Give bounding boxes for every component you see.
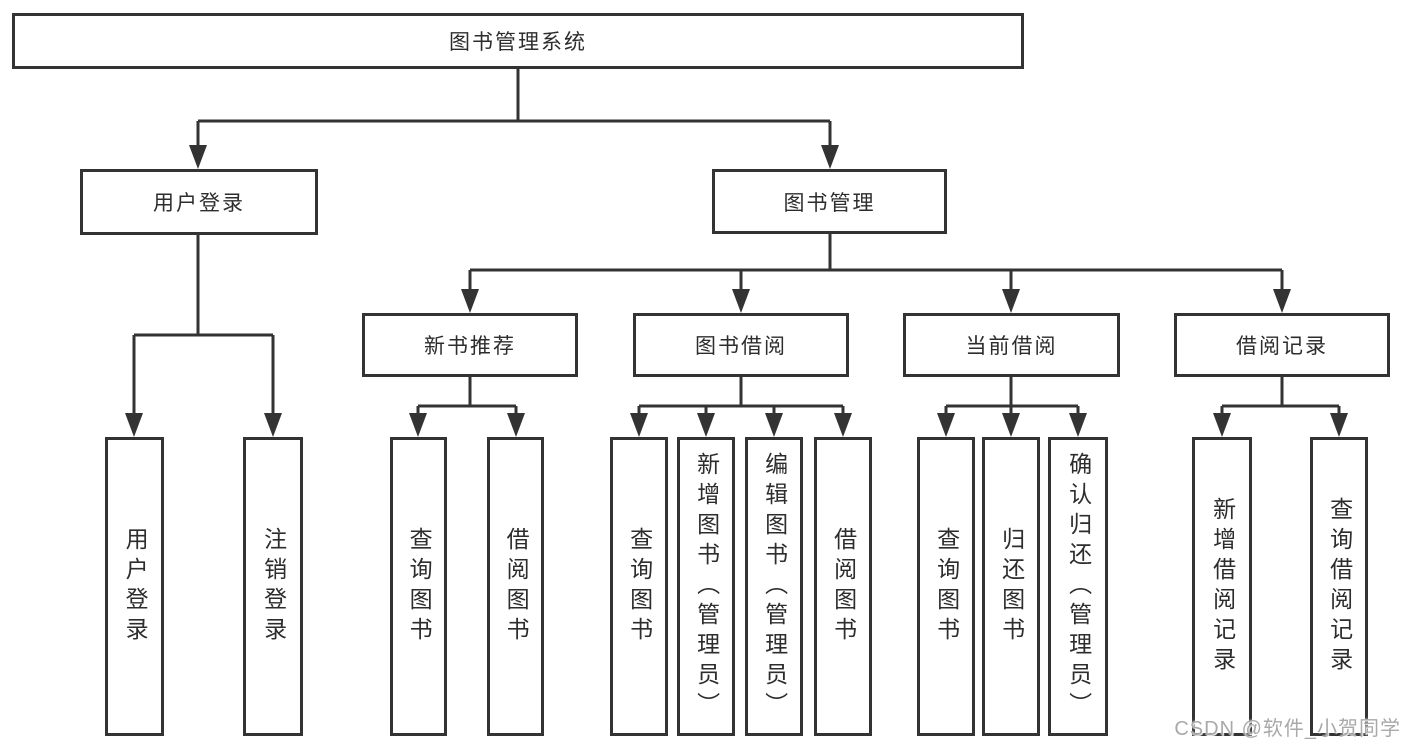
leaf-nbr-query-books: 查询图书	[390, 437, 447, 736]
node-user-login-label: 用户登录	[153, 192, 245, 215]
leaf-br-add-record-label: 新增借阅记录	[1209, 496, 1236, 677]
leaf-cb-query-books-label: 查询图书	[933, 526, 960, 647]
leaf-user-login: 用户登录	[105, 437, 164, 736]
arrowhead	[409, 413, 427, 437]
node-book-borrowing-label: 图书借阅	[695, 335, 787, 358]
arrowhead	[697, 413, 715, 437]
node-borrowing-records: 借阅记录	[1174, 313, 1390, 377]
leaf-cb-query-books: 查询图书	[917, 437, 975, 736]
leaf-nbr-query-books-label: 查询图书	[406, 526, 433, 647]
leaf-bb-query-books-label: 查询图书	[626, 526, 653, 647]
connector-root-to-level2	[196, 69, 832, 145]
arrowhead	[1213, 413, 1231, 437]
arrowhead	[834, 413, 852, 437]
arrowhead	[461, 289, 479, 313]
arrowhead	[507, 413, 525, 437]
leaf-cb-confirm-return-admin-label: 确认归还（管理员）	[1065, 451, 1092, 722]
node-book-management: 图书管理	[712, 169, 947, 234]
arrowhead	[1273, 289, 1291, 313]
leaf-nbr-borrow-books: 借阅图书	[487, 437, 544, 736]
leaf-cb-return-books: 归还图书	[982, 437, 1040, 736]
node-new-book-recommendation-label: 新书推荐	[424, 335, 516, 358]
arrowheads	[125, 145, 1348, 437]
arrowhead	[765, 413, 783, 437]
leaf-bb-add-books-admin: 新增图书（管理员）	[677, 437, 735, 736]
leaf-cb-return-books-label: 归还图书	[998, 526, 1025, 647]
leaf-br-query-record: 查询借阅记录	[1310, 437, 1368, 736]
node-new-book-recommendation: 新书推荐	[362, 313, 578, 377]
node-current-borrowing: 当前借阅	[903, 313, 1120, 377]
arrowhead	[937, 413, 955, 437]
leaf-nbr-borrow-books-label: 借阅图书	[503, 526, 530, 647]
arrowhead	[821, 145, 839, 169]
arrowhead	[732, 289, 750, 313]
arrowhead	[189, 145, 207, 169]
arrowhead	[1330, 413, 1348, 437]
node-library-management-system: 图书管理系统	[12, 13, 1024, 69]
leaf-bb-edit-books-admin-label: 编辑图书（管理员）	[761, 451, 788, 722]
leaf-bb-add-books-admin-label: 新增图书（管理员）	[693, 451, 720, 722]
connector-book-mgmt-branch	[468, 234, 1284, 289]
connector-user-login-branch	[132, 235, 275, 413]
arrowhead	[630, 413, 648, 437]
leaf-bb-borrow-books: 借阅图书	[814, 437, 872, 736]
node-book-borrowing: 图书借阅	[633, 313, 849, 377]
leaf-br-add-record: 新增借阅记录	[1192, 437, 1252, 736]
arrowhead	[264, 413, 282, 437]
node-borrowing-records-label: 借阅记录	[1236, 335, 1328, 358]
connector-new-book-rec-branch	[416, 377, 518, 413]
leaf-bb-edit-books-admin: 编辑图书（管理员）	[745, 437, 803, 736]
node-library-management-system-label: 图书管理系统	[449, 31, 587, 54]
arrowhead	[1002, 289, 1020, 313]
arrowhead	[1069, 413, 1087, 437]
arrowhead	[1002, 413, 1020, 437]
arrowhead	[125, 413, 143, 437]
leaf-br-query-record-label: 查询借阅记录	[1326, 496, 1353, 677]
leaf-bb-query-books: 查询图书	[610, 437, 668, 736]
connector-book-borrow-branch	[637, 377, 845, 413]
leaf-logout-label: 注销登录	[260, 526, 287, 647]
connector-current-borrow-branch	[944, 377, 1080, 413]
node-user-login: 用户登录	[80, 169, 318, 235]
leaf-logout: 注销登录	[243, 437, 303, 736]
leaf-cb-confirm-return-admin: 确认归还（管理员）	[1048, 437, 1108, 736]
node-current-borrowing-label: 当前借阅	[965, 335, 1058, 358]
leaf-bb-borrow-books-label: 借阅图书	[830, 526, 857, 647]
csdn-watermark: CSDN @软件_小贺同学	[1174, 718, 1401, 740]
connector-borrow-records-branch	[1220, 377, 1341, 413]
leaf-user-login-label: 用户登录	[122, 526, 149, 647]
node-book-management-label: 图书管理	[783, 191, 876, 215]
